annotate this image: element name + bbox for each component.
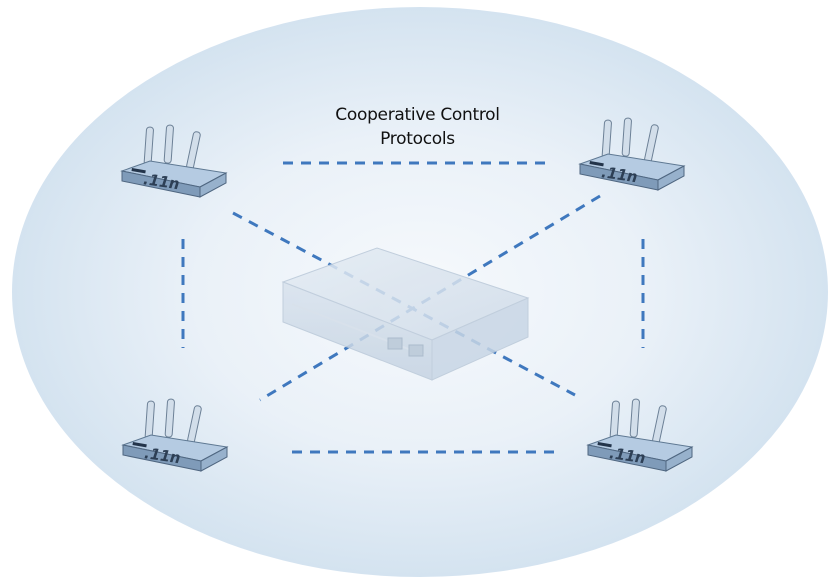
router-label: .11n: [599, 163, 641, 186]
access-point-bottom-right: .11n: [586, 398, 694, 472]
diagram-title: Cooperative Control Protocols: [0, 103, 835, 151]
antenna-icon: [621, 117, 632, 157]
router-label: .11n: [142, 444, 184, 467]
controller-port-2: [408, 344, 424, 357]
controller-port-1: [387, 337, 403, 350]
router-body-side: [200, 446, 228, 472]
access-point-bottom-left: .11n: [121, 398, 229, 472]
router-body-side: [665, 446, 693, 472]
controller-box: [281, 247, 530, 381]
access-point-top-left: .11n: [120, 124, 228, 198]
controller-front-right: [431, 297, 529, 381]
title-line-2: Protocols: [380, 129, 455, 149]
router-label: .11n: [141, 170, 183, 193]
antenna-icon: [629, 398, 640, 438]
antenna-icon: [163, 124, 174, 164]
router-body-side: [657, 165, 685, 191]
router-label: .11n: [607, 444, 649, 467]
access-point-top-right: .11n: [578, 117, 686, 191]
router-body-side: [199, 172, 227, 198]
title-line-1: Cooperative Control: [335, 105, 500, 125]
antenna-icon: [164, 398, 175, 438]
